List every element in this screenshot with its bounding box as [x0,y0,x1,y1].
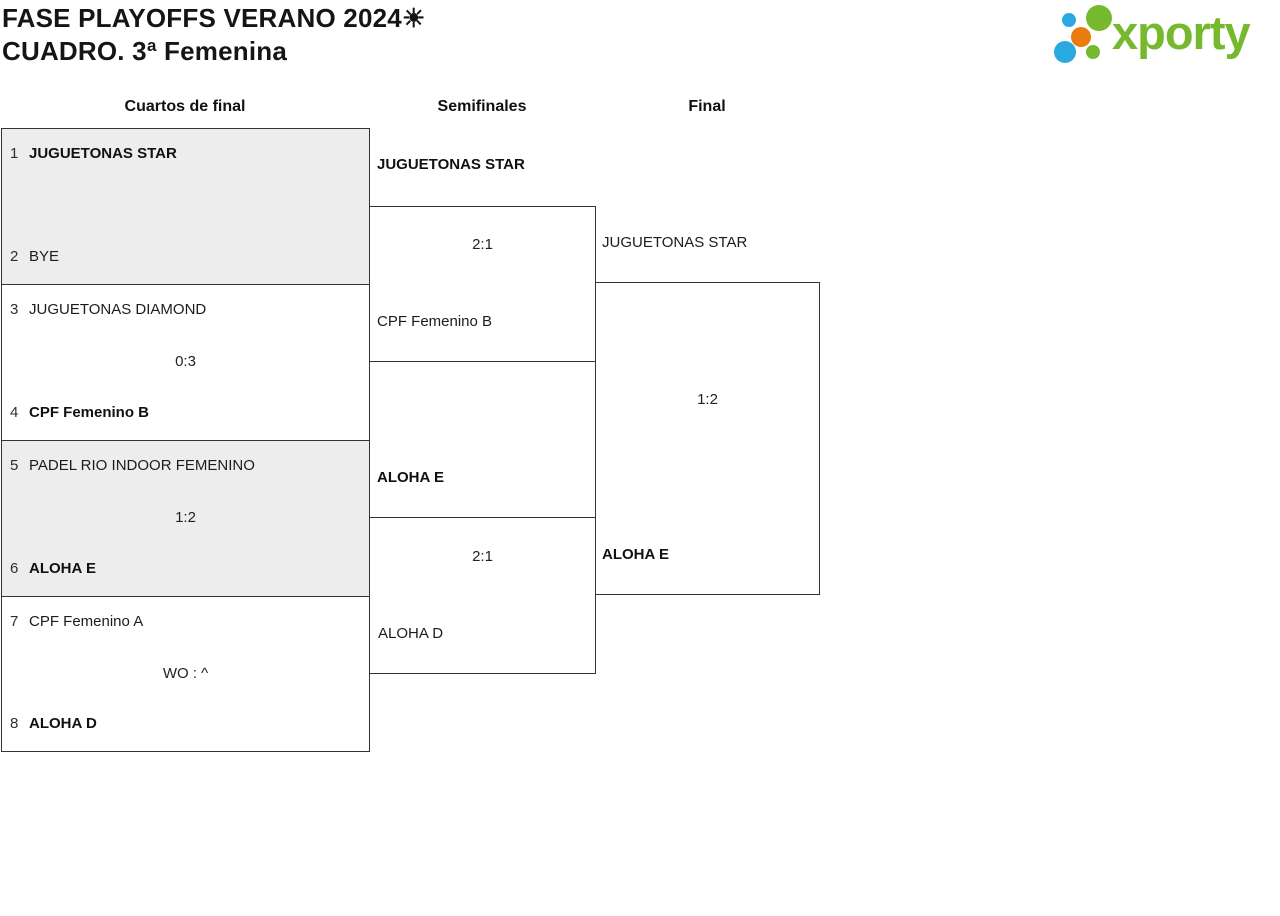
seed-number: 7 [10,613,19,630]
semifinal-2-score: 2:1 [472,548,493,565]
team-name: CPF Femenino B [29,404,150,421]
xporty-logo-dots-icon [1054,5,1112,63]
seed-number: 2 [10,248,19,265]
team-name: ALOHA D [29,715,97,732]
semifinal-match-2 [369,517,596,674]
logo-dot-green-large [1086,5,1112,31]
round-header-semifinals: Semifinales [437,98,527,115]
quarterfinal-match-2: 3 JUGUETONAS DIAMOND 0:3 4 CPF Femenino … [1,284,370,441]
team-row: 3 JUGUETONAS DIAMOND [10,301,363,319]
logo-dot-green-small [1086,45,1100,59]
team-row: 4 CPF Femenino B [10,404,363,422]
seed-number: 8 [10,715,19,732]
semifinal-2-team-bottom: ALOHA D [378,625,444,642]
team-name: CPF Femenino A [29,613,144,630]
team-name: ALOHA E [29,560,96,577]
quarterfinal-match-1: 1 JUGUETONAS STAR 2 BYE [1,128,370,285]
semifinal-match-1 [369,206,596,362]
page-title: FASE PLAYOFFS VERANO 2024☀ CUADRO. 3ª Fe… [2,2,425,68]
team-row: 1 JUGUETONAS STAR [10,145,363,163]
semifinal-1-score: 2:1 [472,236,493,253]
team-name: PADEL RIO INDOOR FEMENINO [29,457,255,474]
logo-dot-orange [1071,27,1091,47]
logo-dot-blue-small [1062,13,1076,27]
seed-number: 3 [10,301,19,318]
xporty-logo[interactable]: xporty [1050,2,1276,72]
match-score: 1:2 [175,509,196,526]
quarterfinal-match-4: 7 CPF Femenino A WO : ^ 8 ALOHA D [1,596,370,752]
team-row: 7 CPF Femenino A [10,613,363,631]
team-row: 2 BYE [10,248,363,266]
logo-dot-blue-large [1054,41,1076,63]
semifinal-2-team-top: ALOHA E [377,469,444,486]
match-score: WO : ^ [162,665,209,682]
final-score: 1:2 [697,391,718,408]
final-team-top: JUGUETONAS STAR [602,234,748,251]
quarterfinal-match-3: 5 PADEL RIO INDOOR FEMENINO 1:2 6 ALOHA … [1,440,370,597]
xporty-logo-text: xporty [1112,6,1251,59]
seed-number: 4 [10,404,19,421]
team-row: 5 PADEL RIO INDOOR FEMENINO [10,457,363,475]
team-name: BYE [29,248,60,265]
seed-number: 6 [10,560,19,577]
team-row: 6 ALOHA E [10,560,363,578]
final-match [595,282,820,595]
semifinal-1-team-top: JUGUETONAS STAR [377,156,525,173]
semifinal-1-team-bottom: CPF Femenino B [377,313,493,330]
page-title-line2: CUADRO. 3ª Femenina [2,36,288,66]
final-team-bottom: ALOHA E [602,546,669,563]
team-row: 8 ALOHA D [10,715,363,733]
match-score: 0:3 [175,353,196,370]
round-header-quarterfinals: Cuartos de final [124,98,246,115]
seed-number: 1 [10,145,19,162]
seed-number: 5 [10,457,19,474]
team-name: JUGUETONAS DIAMOND [29,301,207,318]
page-title-line1: FASE PLAYOFFS VERANO 2024☀ [2,3,426,33]
round-header-final: Final [688,98,726,115]
team-name: JUGUETONAS STAR [29,145,177,162]
